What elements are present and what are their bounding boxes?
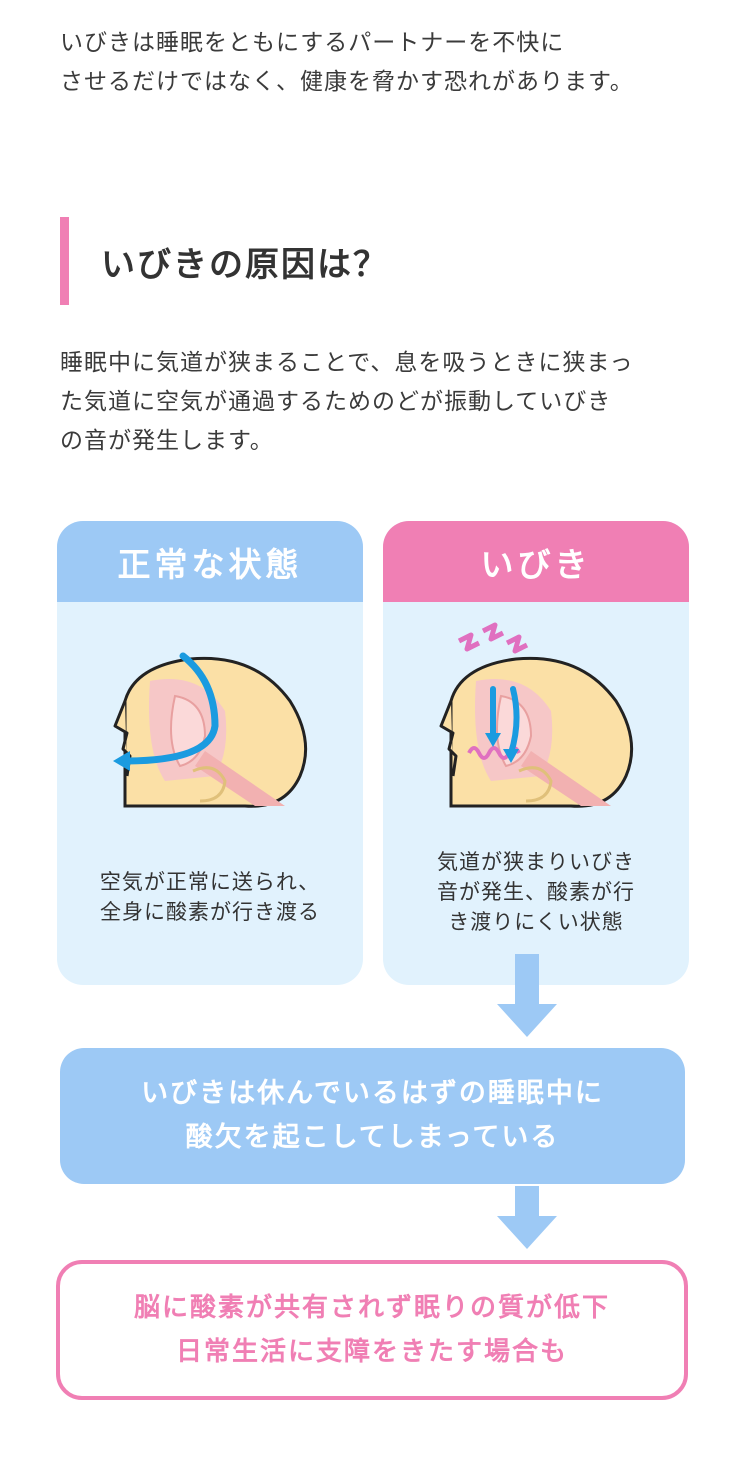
normal-card-title: 正常な状態 xyxy=(57,521,363,602)
sound-zigzag-icon xyxy=(457,622,529,654)
normal-text-line: 全身に酸素が行き渡る xyxy=(100,900,320,924)
desc-line: た気道に空気が通過するためのどが振動していびき xyxy=(60,389,612,415)
intro-line: いびきは睡眠をともにするパートナーを不快に xyxy=(60,30,565,56)
snoring-text-line: き渡りにくい状態 xyxy=(448,910,624,934)
normal-card-text: 空気が正常に送られ、 全身に酸素が行き渡る xyxy=(57,867,363,927)
desc-line: 睡眠中に気道が狭まることで、息を吸うときに狭まっ xyxy=(60,350,634,376)
snoring-card-title: いびき xyxy=(383,521,689,602)
result-box: いびきは休んでいるはずの睡眠中に 酸欠を起こしてしまっている xyxy=(60,1048,685,1184)
section-heading: いびきの原因は？ xyxy=(60,217,700,305)
down-arrow-icon xyxy=(497,1186,557,1249)
down-arrow-icon xyxy=(497,954,557,1037)
snoring-text-line: 気道が狭まりいびき xyxy=(437,850,635,874)
snoring-text-line: 音が発生、酸素が行 xyxy=(437,880,635,904)
desc-line: の音が発生します。 xyxy=(60,428,274,454)
head-airway-snoring-illustration-icon xyxy=(439,656,634,808)
effect-line: 脳に酸素が共有されず眠りの質が低下 xyxy=(133,1293,610,1323)
section-description: 睡眠中に気道が狭まることで、息を吸うときに狭まっ た気道に空気が通過するためのど… xyxy=(60,344,710,461)
intro-text: いびきは睡眠をともにするパートナーを不快に させるだけではなく、健康を脅かす恐れ… xyxy=(60,24,710,102)
result-line: 酸欠を起こしてしまっている xyxy=(185,1122,560,1153)
effect-line: 日常生活に支障をきたす場合も xyxy=(175,1337,568,1367)
normal-state-card: 正常な状態 空気が正常に送られ、 全身に酸素が行き渡る xyxy=(57,521,363,985)
normal-text-line: 空気が正常に送られ、 xyxy=(99,870,321,894)
head-airway-normal-illustration-icon xyxy=(113,652,308,808)
result-line: いびきは休んでいるはずの睡眠中に xyxy=(141,1078,604,1109)
intro-line: させるだけではなく、健康を脅かす恐れがあります。 xyxy=(60,69,634,95)
snoring-card-text: 気道が狭まりいびき 音が発生、酸素が行 き渡りにくい状態 xyxy=(383,847,689,937)
snoring-state-card: いびき 気道が狭まりいびき 音が発生、酸素が行 き渡りにくい状態 xyxy=(383,521,689,985)
effect-box: 脳に酸素が共有されず眠りの質が低下 日常生活に支障をきたす場合も xyxy=(56,1260,688,1400)
